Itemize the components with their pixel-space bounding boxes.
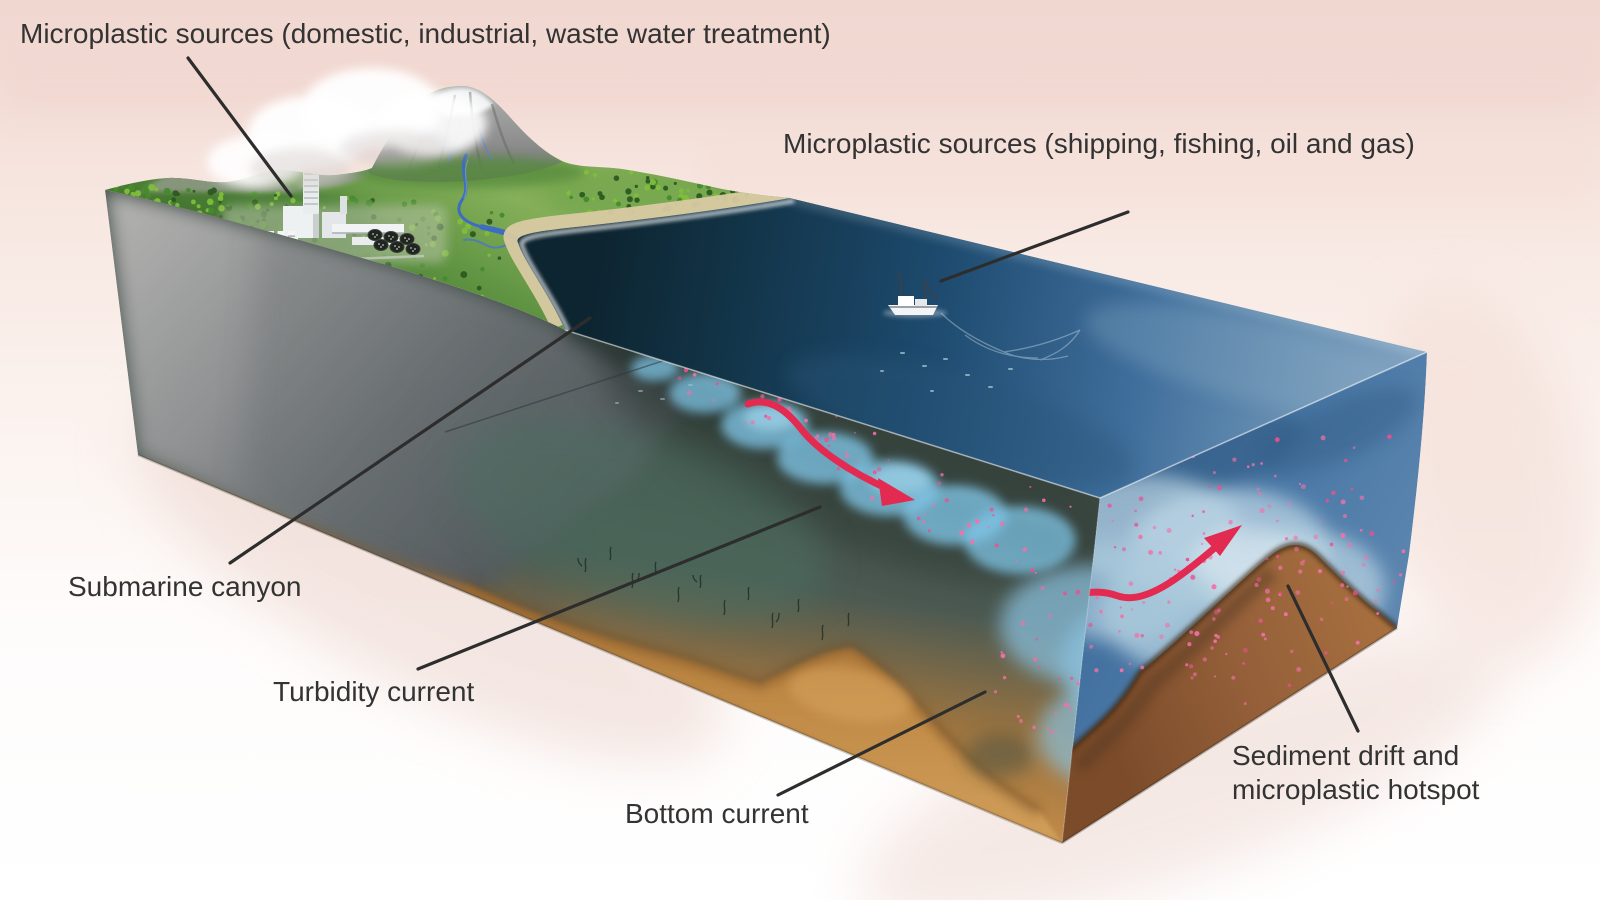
leader-turbidity-current: [416, 505, 822, 671]
ocean-surface: [517, 198, 1427, 498]
sky-haze-band-2: [700, 150, 1600, 210]
label-sources-land: Microplastic sources (domestic, industri…: [20, 18, 831, 198]
label-text-turbidity-current: Turbidity current: [273, 676, 474, 707]
label-bottom-current: Bottom current: [625, 690, 987, 829]
warehouse-long: [332, 224, 404, 233]
surf-line: [519, 199, 795, 334]
turbidity-flow-arrow: [744, 398, 915, 506]
leader-bottom-current: [776, 690, 987, 797]
label-text-sediment-drift-2: microplastic hotspot: [1232, 774, 1480, 805]
rock-waterline-seam: [444, 351, 691, 433]
benthic-fauna: [577, 546, 850, 641]
label-sources-sea: Microplastic sources (shipping, fishing,…: [783, 128, 1415, 283]
label-text-bottom-current: Bottom current: [625, 798, 809, 829]
sediment-hump-highlight: [788, 667, 912, 723]
fishing-ship: [883, 271, 947, 318]
sky-haze-band: [0, 50, 1600, 120]
horizon-haze: [789, 198, 1427, 356]
smokestack: [340, 196, 347, 214]
ship-masts: [898, 271, 939, 301]
sky-cloud: [207, 68, 487, 188]
leader-sources-land: [186, 56, 293, 198]
leader-submarine-canyon: [228, 316, 592, 565]
leader-sediment-drift: [1286, 584, 1360, 733]
sediment-drift-mound: [1062, 542, 1399, 843]
beach-sand: [503, 185, 787, 330]
label-text-submarine-canyon: Submarine canyon: [68, 571, 301, 602]
fish-school-surface: [880, 352, 1013, 392]
annotations: Microplastic sources (domestic, industri…: [20, 18, 1480, 829]
label-text-sources-land: Microplastic sources (domestic, industri…: [20, 18, 831, 49]
microplastic-dots-plume: [1062, 462, 1403, 680]
label-turbidity-current: Turbidity current: [273, 505, 822, 707]
label-sediment-drift: Sediment drift and microplastic hotspot: [1232, 584, 1480, 805]
rock-shading: [240, 220, 575, 645]
label-text-sources-sea: Microplastic sources (shipping, fishing,…: [783, 128, 1415, 159]
ship-superstructure: [898, 296, 914, 306]
wastewater-treatment-tanks: [367, 229, 421, 255]
fish-school-slope: [615, 384, 693, 404]
deep-water-patch-2: [1261, 386, 1419, 474]
label-text-sediment-drift-1: Sediment drift and: [1232, 740, 1459, 771]
label-submarine-canyon: Submarine canyon: [68, 316, 592, 602]
trawl-net: [940, 312, 1081, 361]
murky-midwater: [452, 416, 828, 624]
leader-sources-sea: [939, 210, 1130, 283]
